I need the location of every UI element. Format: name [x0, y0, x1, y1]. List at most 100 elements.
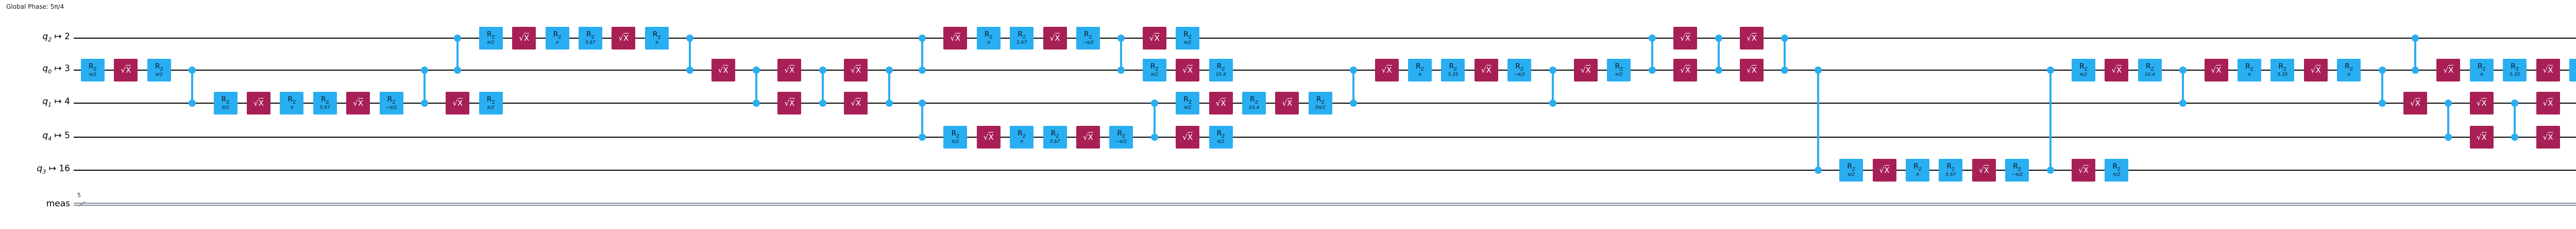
sx-gate: √X	[2536, 59, 2560, 81]
sx-gate: √X	[1275, 92, 1299, 114]
qubit-wire	[74, 70, 2576, 71]
cz-control-dot	[2046, 167, 2054, 174]
cz-connector	[689, 38, 691, 70]
cz-control-dot	[2511, 134, 2519, 141]
rz-gate: RZ−π/2	[1109, 126, 1133, 149]
cz-control-dot	[819, 100, 826, 107]
sx-gate: √X	[2469, 126, 2494, 149]
sx-gate: √X	[711, 59, 735, 81]
cz-connector	[1153, 103, 1156, 137]
sx-gate: √X	[1740, 27, 1764, 50]
cz-control-dot	[2179, 67, 2187, 74]
sx-gate: √X	[2536, 92, 2560, 114]
classical-wire	[74, 203, 2576, 206]
cz-control-dot	[919, 67, 926, 74]
qubit-wire	[74, 137, 2576, 138]
sx-gate: √X	[446, 92, 470, 114]
cz-connector	[1551, 70, 1554, 103]
cz-control-dot	[919, 35, 926, 42]
cz-connector	[821, 70, 824, 103]
classical-register-size: 5	[77, 192, 81, 199]
cz-control-dot	[1549, 100, 1556, 107]
qubit-label: q0 ↦ 3	[42, 63, 70, 75]
cz-control-dot	[885, 67, 893, 74]
cz-connector	[921, 103, 923, 137]
cz-control-dot	[1814, 67, 1822, 74]
cz-control-dot	[686, 67, 694, 74]
cz-control-dot	[1350, 100, 1358, 107]
cz-control-dot	[454, 35, 462, 42]
sx-gate: √X	[1209, 92, 1233, 114]
sx-gate: √X	[844, 92, 868, 114]
sx-gate: √X	[512, 27, 536, 50]
qubit-label: q4 ↦ 5	[42, 130, 70, 142]
sx-gate: √X	[1673, 27, 1698, 50]
qubit-label: q1 ↦ 4	[42, 96, 70, 108]
cz-connector	[2381, 70, 2383, 103]
cz-connector	[2049, 70, 2052, 170]
sx-gate: √X	[346, 92, 370, 114]
cz-connector	[2414, 38, 2416, 70]
sx-gate: √X	[2303, 59, 2328, 81]
cz-control-dot	[2179, 100, 2187, 107]
cz-control-dot	[2412, 67, 2419, 74]
cz-control-dot	[919, 100, 926, 107]
cz-connector	[1120, 38, 1123, 70]
cz-control-dot	[819, 67, 826, 74]
cz-connector	[921, 38, 923, 70]
sx-gate: √X	[2204, 59, 2228, 81]
sx-gate: √X	[2469, 92, 2494, 114]
sx-gate: √X	[1673, 59, 1698, 81]
cz-control-dot	[919, 134, 926, 141]
sx-gate: √X	[777, 59, 802, 81]
cz-control-dot	[1814, 167, 1822, 174]
cz-connector	[888, 70, 890, 103]
cz-control-dot	[1648, 67, 1656, 74]
cz-connector	[191, 70, 194, 103]
cz-connector	[1784, 38, 1786, 70]
global-phase-label: Global Phase: 5π/4	[6, 3, 64, 10]
cz-control-dot	[2378, 67, 2386, 74]
sx-gate: √X	[1176, 59, 1200, 81]
cz-control-dot	[1117, 67, 1125, 74]
cz-control-dot	[454, 67, 462, 74]
cz-control-dot	[2511, 100, 2519, 107]
rz-gate: RZ−π/2	[379, 92, 403, 114]
rz-gate: RZ−π/2	[1507, 59, 1532, 81]
sx-gate: √X	[1574, 59, 1598, 81]
sx-gate: √X	[976, 126, 1001, 149]
sx-gate: √X	[1375, 59, 1399, 81]
cz-connector	[2182, 70, 2184, 103]
cz-connector	[755, 70, 757, 103]
sx-gate: √X	[1076, 126, 1100, 149]
sx-gate: √X	[247, 92, 270, 114]
rz-gate: RZ−π/2	[2005, 159, 2029, 182]
cz-connector	[456, 38, 459, 70]
sx-gate: √X	[1474, 59, 1498, 81]
cz-control-dot	[2412, 35, 2419, 42]
sx-gate: √X	[844, 59, 868, 81]
cz-control-dot	[686, 35, 694, 42]
